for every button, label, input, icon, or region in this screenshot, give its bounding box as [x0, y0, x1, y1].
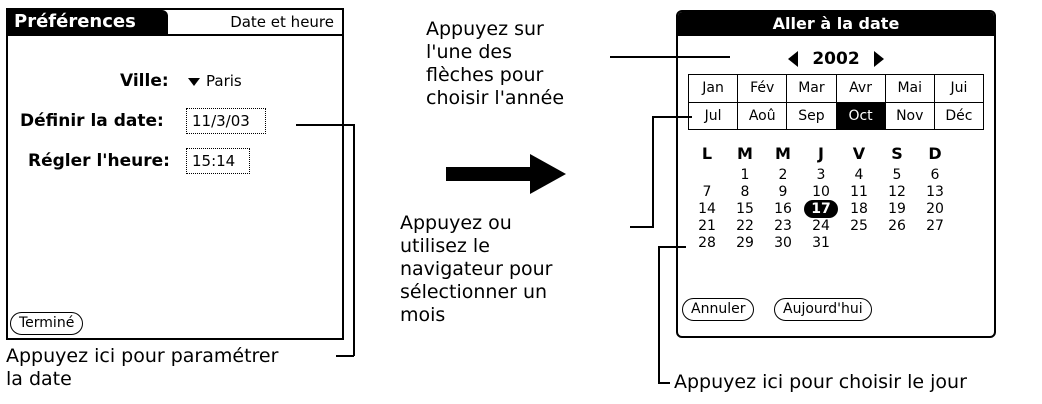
callout-text: sélectionner un [400, 281, 548, 303]
callout-text: flèches pour [426, 64, 544, 86]
day-cell[interactable]: 26 [888, 218, 906, 234]
weekday-label: J [818, 144, 824, 163]
callout-text: navigateur pour [400, 258, 553, 280]
weekday-label: V [852, 144, 866, 163]
day-cell[interactable]: 4 [854, 167, 864, 183]
month-cell[interactable]: Aoû [738, 102, 788, 130]
callout-text: choisir l'année [426, 87, 565, 109]
callout-text: mois [400, 304, 446, 326]
callout-line [658, 246, 686, 248]
callout-text: Appuyez sur [426, 18, 544, 40]
month-cell[interactable]: Jul [689, 102, 739, 130]
preferences-title-tab[interactable]: Préférences [8, 10, 168, 34]
day-cell[interactable]: 3 [816, 167, 826, 183]
day-cell[interactable]: 31 [812, 235, 830, 251]
month-cell[interactable]: Avr [836, 75, 886, 103]
done-button[interactable]: Terminé [10, 312, 84, 335]
day-cell[interactable]: 2 [778, 167, 788, 183]
day-cell[interactable]: 17 [804, 200, 838, 218]
weekday-label: S [891, 144, 903, 163]
day-cell[interactable]: 10 [812, 184, 830, 200]
callout-line [296, 124, 354, 126]
day-cell[interactable]: 5 [892, 167, 902, 183]
year-value: 2002 [812, 49, 860, 69]
city-value: Paris [206, 72, 242, 90]
city-label: Ville: [120, 71, 169, 91]
today-button[interactable]: Aujourd'hui [774, 298, 872, 321]
day-cell[interactable]: 29 [736, 235, 754, 251]
callout-line [652, 116, 692, 118]
callout-month: Appuyez ou utilisez le navigateur pour s… [400, 212, 552, 327]
cancel-button[interactable]: Annuler [682, 298, 755, 321]
weekday-label: D [928, 144, 942, 163]
month-cell[interactable]: Jan [689, 75, 739, 103]
month-cell[interactable]: Fév [738, 75, 788, 103]
day-cell[interactable]: 11 [850, 184, 868, 200]
preferences-titlebar: Préférences Date et heure [8, 10, 342, 36]
month-cell[interactable]: Sep [787, 102, 837, 130]
callout-text: Appuyez ici pour paramétrer [6, 345, 279, 367]
day-cell[interactable]: 13 [926, 184, 944, 200]
day-cell[interactable]: 23 [774, 218, 792, 234]
city-picker[interactable]: Paris [188, 70, 242, 92]
day-cell[interactable]: 7 [702, 184, 712, 200]
day-cell[interactable]: 27 [926, 218, 944, 234]
day-cell[interactable]: 1 [740, 167, 750, 183]
callout-line [630, 226, 654, 228]
day-cell[interactable]: 24 [812, 218, 830, 234]
month-cell[interactable]: Oct [836, 102, 886, 130]
next-year-arrow-icon[interactable] [873, 51, 884, 67]
day-cell[interactable]: 28 [698, 235, 716, 251]
day-cell[interactable]: 12 [888, 184, 906, 200]
weekday-label: M [737, 144, 753, 163]
callout-day: Appuyez ici pour choisir le jour [674, 371, 967, 393]
month-cell[interactable]: Déc [934, 102, 984, 130]
right-arrow-icon [446, 154, 566, 194]
weekday-label: L [701, 144, 713, 163]
day-cell[interactable]: 14 [698, 201, 716, 217]
callout-set-date: Appuyez ici pour paramétrer la date [6, 345, 278, 391]
callout-year: Appuyez sur l'une des flèches pour chois… [426, 18, 564, 110]
callout-line [652, 116, 654, 226]
chevron-down-icon [188, 77, 200, 86]
day-cell[interactable]: 6 [930, 167, 940, 183]
day-cell[interactable]: 30 [774, 235, 792, 251]
day-cell[interactable]: 25 [850, 218, 868, 234]
callout-text: la date [6, 368, 72, 390]
day-cell[interactable]: 8 [740, 184, 750, 200]
day-cell[interactable]: 9 [778, 184, 788, 200]
callout-text: l'une des [426, 41, 512, 63]
weekday-label: M [775, 144, 791, 163]
date-field[interactable]: 11/3/03 [186, 108, 266, 134]
callout-text: utilisez le [400, 235, 490, 257]
day-cell[interactable]: 18 [850, 201, 868, 217]
callout-line [610, 56, 730, 58]
month-cell[interactable]: Nov [885, 102, 935, 130]
callout-line [658, 382, 670, 384]
callout-line [658, 246, 660, 382]
dialog-title: Aller à la date [678, 12, 994, 36]
panel-selector[interactable]: Date et heure [230, 13, 334, 31]
previous-year-arrow-icon[interactable] [788, 51, 799, 67]
year-selector: 2002 [678, 48, 994, 70]
month-cell[interactable]: Jui [934, 75, 984, 103]
callout-text: Appuyez ou [400, 212, 512, 234]
callout-line [353, 124, 355, 356]
set-date-label: Définir la date: [20, 111, 164, 131]
day-cell[interactable]: 15 [736, 201, 754, 217]
day-cell[interactable]: 19 [888, 201, 906, 217]
day-cell[interactable]: 22 [736, 218, 754, 234]
callout-line [336, 355, 354, 357]
month-cell[interactable]: Mar [787, 75, 837, 103]
time-field[interactable]: 15:14 [186, 148, 250, 174]
preferences-screen: Préférences Date et heure Ville: Paris D… [6, 8, 344, 340]
day-cell[interactable]: 21 [698, 218, 716, 234]
set-time-label: Régler l'heure: [28, 151, 170, 171]
month-cell[interactable]: Mai [885, 75, 935, 103]
day-cell[interactable]: 16 [774, 201, 792, 217]
day-cell[interactable]: 20 [926, 201, 944, 217]
